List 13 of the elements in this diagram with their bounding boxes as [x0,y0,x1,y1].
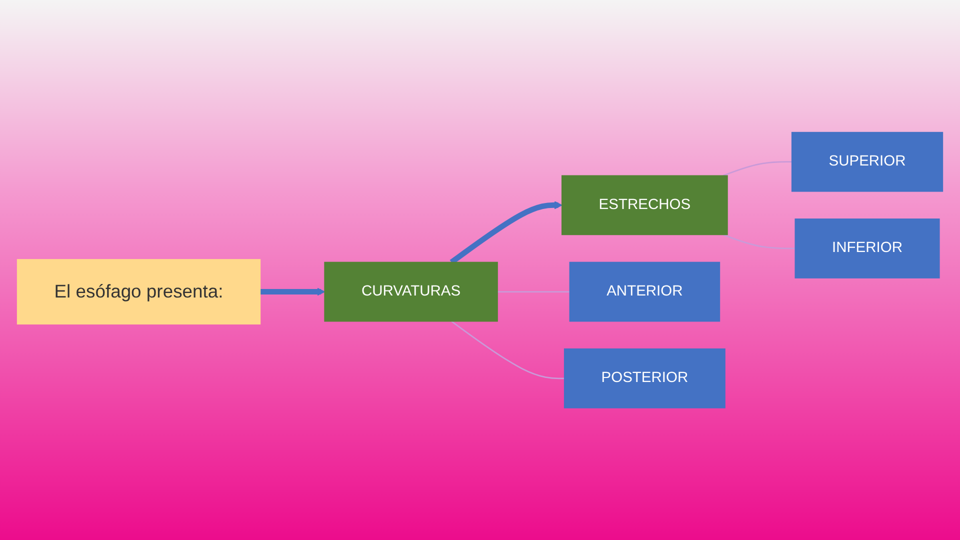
node-box: SUPERIOR [791,132,944,192]
node-box: POSTERIOR [564,348,726,408]
connector [722,234,796,250]
arrow [450,200,562,264]
node-box: INFERIOR [794,218,940,278]
connector [451,320,564,379]
connector [497,290,570,292]
node-box: El esófago presenta: [16,258,261,324]
arrow [260,288,325,296]
node-box: ESTRECHOS [562,175,728,235]
connector [722,161,792,176]
node-box: ANTERIOR [569,262,720,322]
node-box: CURVATURAS [324,262,498,322]
